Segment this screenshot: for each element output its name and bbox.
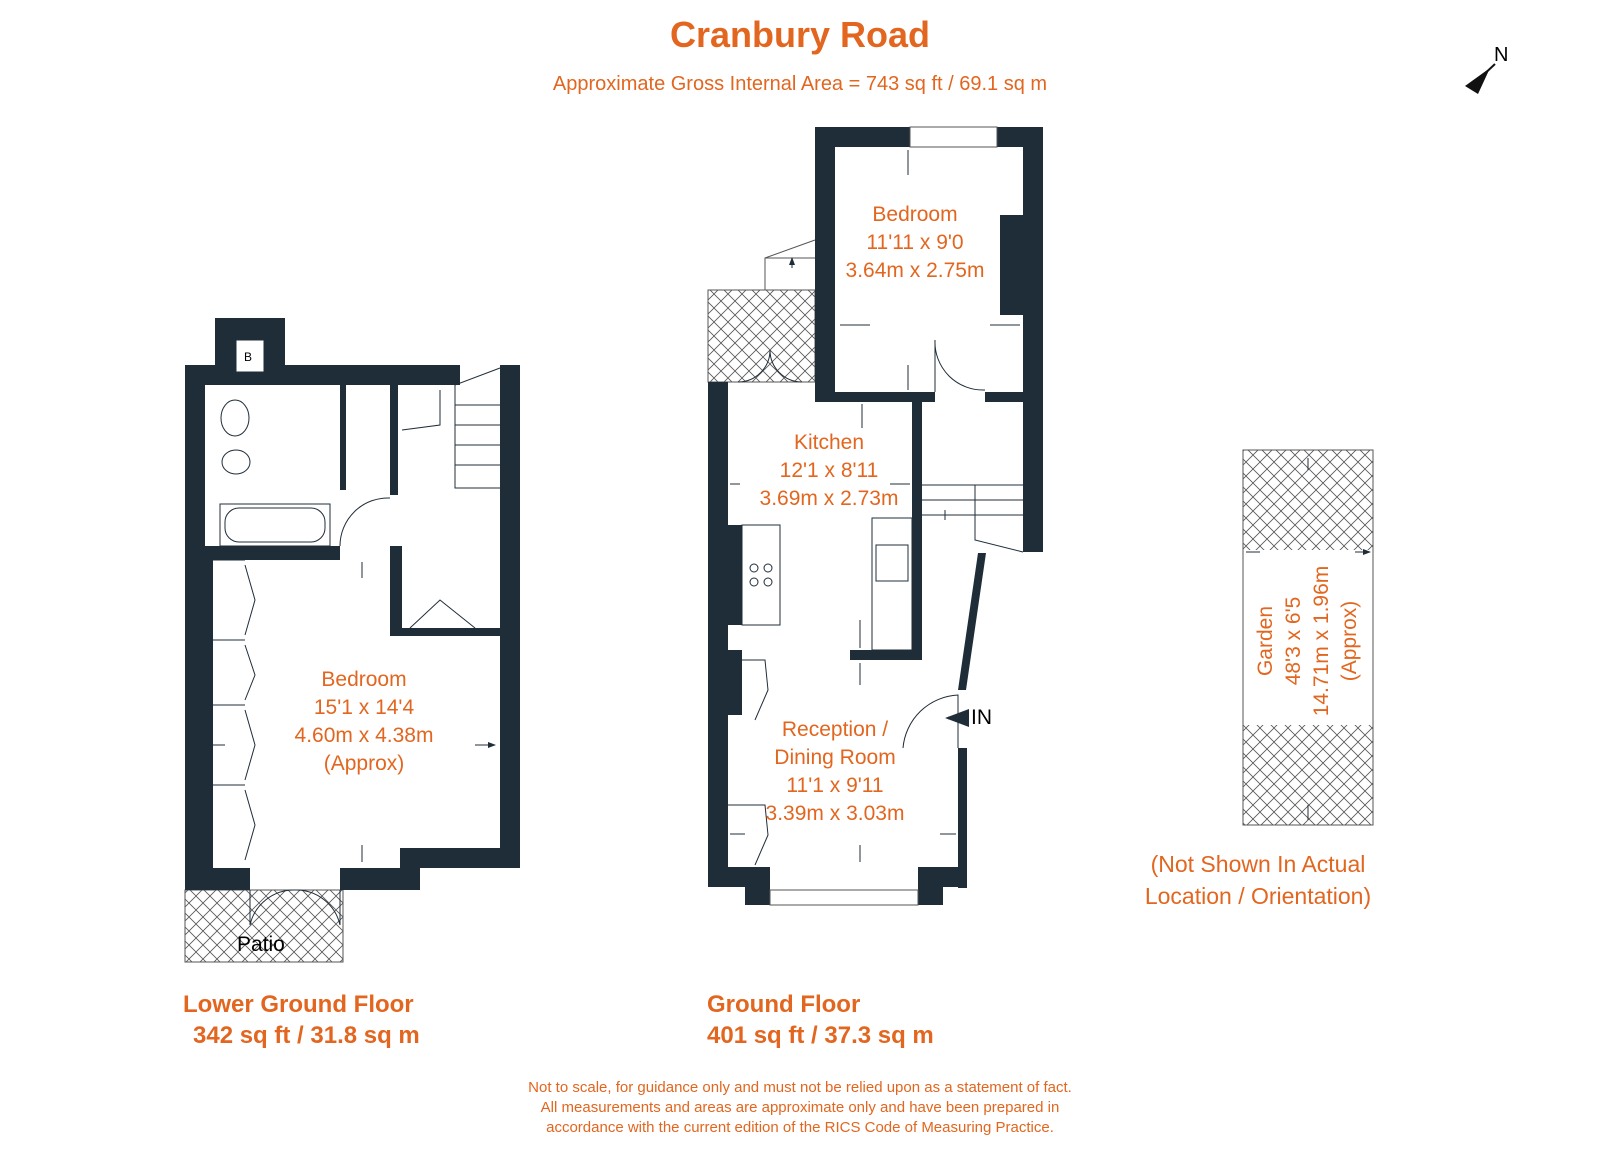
terrace-area — [707, 289, 816, 383]
lower-ground-floor-plan — [184, 318, 520, 963]
room-metric: 14.71m x 1.96m — [1310, 565, 1333, 717]
gross-area-subtitle: Approximate Gross Internal Area = 743 sq… — [552, 73, 1048, 95]
north-arrow-icon — [1465, 63, 1496, 94]
ground-floor-caption: Ground Floor 401 sq ft / 37.3 sq m — [707, 989, 934, 1051]
room-name: Garden — [1254, 605, 1277, 677]
kitchen-label: Kitchen 12'1 x 8'11 3.69m x 2.73m — [729, 429, 929, 513]
floor-area: 401 sq ft / 37.3 sq m — [707, 1022, 934, 1049]
room-imperial: 48'3 x 6'5 — [1282, 596, 1305, 686]
room-note: (Approx) — [1338, 600, 1361, 682]
floor-name: Ground Floor — [707, 991, 861, 1018]
compass-label: N — [1494, 44, 1509, 66]
room-imperial: 11'1 x 9'11 — [786, 774, 884, 797]
patio-area — [184, 889, 344, 963]
footer-disclaimer: Not to scale, for guidance only and must… — [0, 1078, 1600, 1138]
room-metric: 4.60m x 4.38m — [294, 724, 434, 747]
room-imperial: 15'1 x 14'4 — [313, 696, 415, 719]
disclaimer-line: Location / Orientation) — [1144, 883, 1372, 909]
room-metric: 3.69m x 2.73m — [759, 487, 899, 510]
room-name: Bedroom — [872, 203, 958, 226]
room-metric: 3.64m x 2.75m — [845, 259, 985, 282]
garden-plan — [1242, 449, 1373, 826]
room-name-2: Dining Room — [774, 746, 896, 769]
reception-label: Reception / Dining Room 11'1 x 9'11 3.39… — [735, 716, 935, 828]
disclaimer-line: (Not Shown In Actual — [1150, 851, 1366, 877]
ground-floor-plan — [707, 126, 1043, 906]
room-name: Kitchen — [793, 431, 865, 454]
room-note: (Approx) — [323, 752, 405, 775]
garden-label: Garden 48'3 x 6'5 14.71m x 1.96m (Approx… — [1252, 541, 1364, 741]
room-imperial: 12'1 x 8'11 — [779, 459, 879, 482]
page-title: Cranbury Road — [669, 14, 931, 55]
boiler-label: B — [244, 350, 253, 364]
room-name: Bedroom — [321, 668, 407, 691]
room-metric: 3.39m x 3.03m — [765, 802, 905, 825]
room-name: Reception / — [781, 718, 889, 741]
lower-bedroom-label: Bedroom 15'1 x 14'4 4.60m x 4.38m (Appro… — [264, 666, 464, 778]
lower-ground-floor-caption: Lower Ground Floor 342 sq ft / 31.8 sq m — [183, 989, 420, 1051]
footer-line: accordance with the current edition of t… — [546, 1119, 1054, 1136]
floor-area: 342 sq ft / 31.8 sq m — [193, 1022, 420, 1049]
room-imperial: 11'11 x 9'0 — [866, 231, 964, 254]
entrance-label: IN — [971, 706, 992, 729]
patio-label: Patio — [237, 933, 285, 956]
ground-bedroom-label: Bedroom 11'11 x 9'0 3.64m x 2.75m — [815, 201, 1015, 285]
floor-name: Lower Ground Floor — [183, 991, 414, 1018]
garden-disclaimer: (Not Shown In Actual Location / Orientat… — [1108, 848, 1408, 912]
footer-line: All measurements and areas are approxima… — [540, 1099, 1060, 1116]
footer-line: Not to scale, for guidance only and must… — [528, 1079, 1072, 1096]
